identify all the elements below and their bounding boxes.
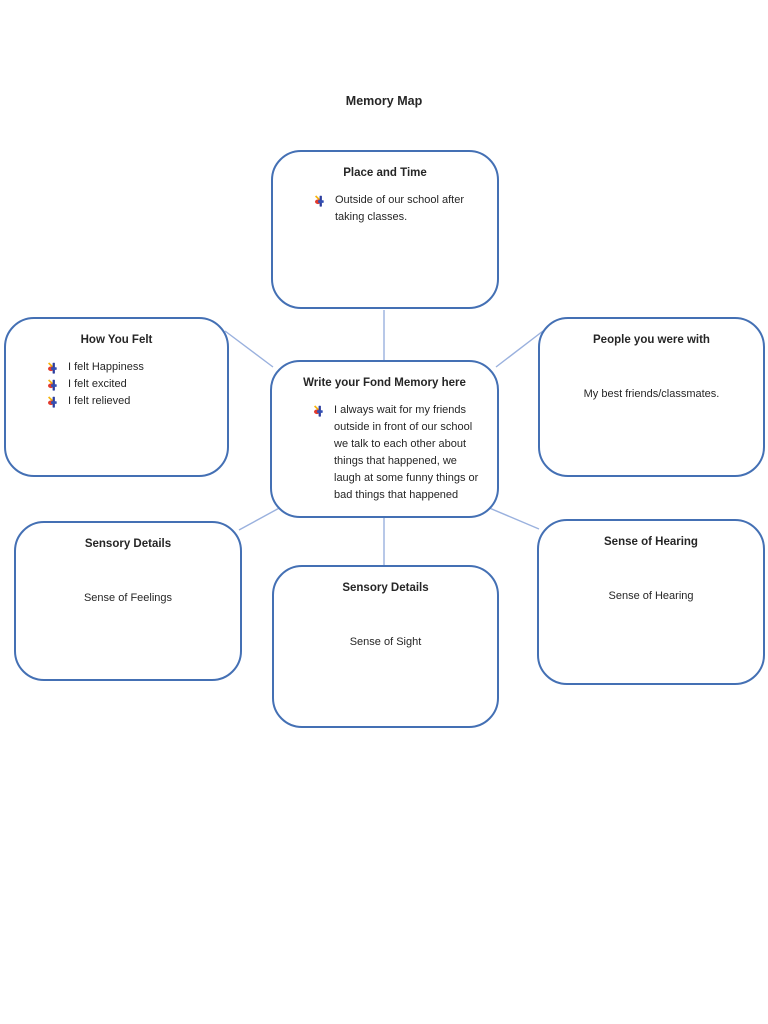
node-sensory-details-sight: Sensory Details Sense of Sight — [272, 565, 499, 728]
node-title: Sense of Hearing — [604, 536, 698, 548]
bullet-item: I always wait for my friends outside in … — [314, 402, 481, 504]
node-body: Sense of Feelings — [83, 592, 173, 604]
node-how-you-felt: How You Felt I felt Happiness — [4, 317, 229, 477]
multicolor-bullet-icon — [314, 402, 325, 417]
bullet-text: I felt Happiness — [68, 361, 144, 373]
node-people-you-were-with: People you were with My best friends/cla… — [538, 317, 765, 477]
node-sense-of-hearing: Sense of Hearing Sense of Hearing — [537, 519, 765, 685]
node-body: My best friends/classmates. — [583, 388, 720, 400]
connector-right-to-center — [495, 330, 544, 368]
bullet-text: I felt excited — [68, 378, 127, 390]
node-title: Place and Time — [343, 167, 427, 179]
multicolor-bullet-icon — [315, 192, 326, 207]
bullet-item: I felt relieved — [48, 393, 211, 410]
multicolor-bullet-icon — [48, 359, 59, 374]
node-sensory-details-feelings: Sensory Details Sense of Feelings — [14, 521, 242, 681]
bullet-item: Outside of our school after taking class… — [315, 192, 481, 226]
bullet-list: I always wait for my friends outside in … — [314, 402, 481, 504]
bullet-item: I felt excited — [48, 376, 211, 393]
node-title: Write your Fond Memory here — [303, 377, 466, 389]
connector-center-to-bottom-left — [238, 505, 284, 531]
node-title: Sensory Details — [84, 538, 172, 550]
node-fond-memory: Write your Fond Memory here I always wai… — [270, 360, 499, 518]
bullet-text: Outside of our school after taking class… — [335, 194, 465, 223]
node-title: People you were with — [593, 334, 710, 346]
multicolor-bullet-icon — [48, 393, 59, 408]
page-title: Memory Map — [345, 94, 423, 108]
bullet-list: Outside of our school after taking class… — [315, 192, 481, 226]
node-place-and-time: Place and Time Outside of our school aft… — [271, 150, 499, 309]
bullet-text: I always wait for my friends outside in … — [334, 404, 479, 501]
bullet-item: I felt Happiness — [48, 359, 211, 376]
connector-center-to-bottom-right — [486, 506, 540, 530]
node-body: Sense of Hearing — [608, 590, 694, 602]
node-body: Sense of Sight — [349, 636, 422, 648]
bullet-list: I felt Happiness I felt excited — [48, 359, 211, 410]
node-title: Sensory Details — [342, 582, 429, 594]
node-title: How You Felt — [80, 334, 153, 346]
bullet-text: I felt relieved — [68, 395, 131, 407]
multicolor-bullet-icon — [48, 376, 59, 391]
connector-left-to-center — [224, 330, 274, 368]
